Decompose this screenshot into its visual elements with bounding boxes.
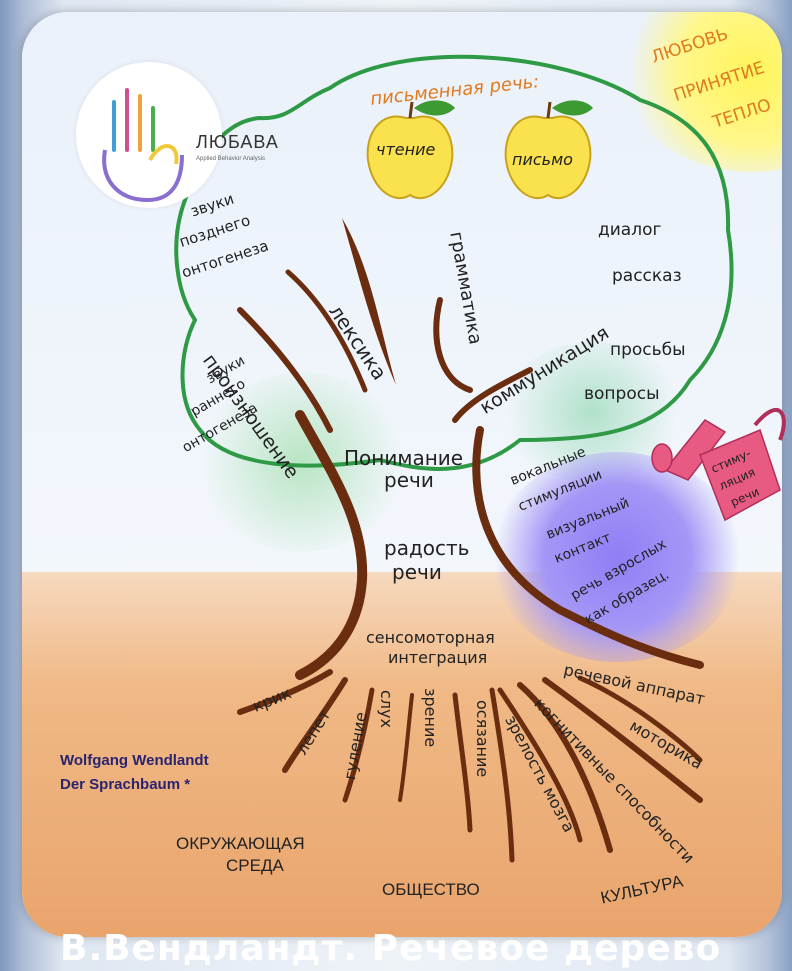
apple-right-label: письмо [512, 150, 573, 169]
root-7 [517, 682, 613, 853]
crown-item-story: рассказ [612, 266, 682, 286]
ground-society: ОБЩЕСТВО [382, 880, 480, 899]
root-label-touch: осязание [473, 700, 492, 778]
crown-outline [174, 54, 734, 471]
crown-item-dialog: диалог [598, 220, 662, 240]
trunk-label-understanding-2: речи [384, 468, 434, 492]
logo-hand-icon-overlay [102, 88, 184, 203]
root-3 [342, 687, 375, 803]
root-1 [237, 669, 333, 715]
apple-left-icon [366, 100, 455, 200]
apple-right-icon [504, 100, 593, 200]
trunk-left [295, 410, 368, 680]
root-8 [542, 677, 703, 803]
purple-glow [492, 452, 742, 662]
root-2 [282, 677, 348, 773]
trunk-label-joy-2: речи [392, 560, 442, 584]
root-5 [452, 692, 473, 833]
trunk-label-joy-1: радость [384, 536, 470, 560]
logo-circle [76, 62, 222, 208]
root-4 [398, 693, 414, 802]
branch-lexicon-left [285, 269, 368, 393]
root-label-vision: зрение [421, 688, 440, 748]
logo-name: ЛЮБАВА [196, 132, 279, 152]
footer-title: В.Вендландт. Речевое дерево [60, 928, 722, 969]
watering-can-icon [651, 408, 786, 522]
root-10 [497, 687, 583, 843]
ground-env-2: СРЕДА [226, 856, 284, 875]
author-line-1: Wolfgang Wendlandt [60, 752, 209, 769]
logo-subtitle: Applied Behavior Analysis [196, 156, 266, 162]
ground-env-1: ОКРУЖАЮЩАЯ [176, 834, 305, 853]
root-6 [489, 687, 515, 863]
trunk-label-sensorimotor-1: сенсомоторная [366, 628, 495, 647]
crown-item-questions: вопросы [584, 384, 660, 404]
apple-left-label: чтение [376, 140, 436, 159]
root-label-hearing: слух [377, 690, 396, 728]
trunk-label-understanding-1: Понимание [344, 446, 464, 470]
trunk-right [472, 426, 704, 669]
branch-lexicon [342, 218, 396, 385]
author-line-2: Der Sprachbaum * [60, 776, 191, 793]
trunk-label-sensorimotor-2: интеграция [388, 648, 488, 667]
root-9 [577, 675, 703, 763]
branch-communication [452, 367, 533, 423]
branch-left-low [237, 307, 333, 433]
crown-item-requests: просьбы [610, 340, 686, 360]
branch-grammar [433, 297, 473, 393]
